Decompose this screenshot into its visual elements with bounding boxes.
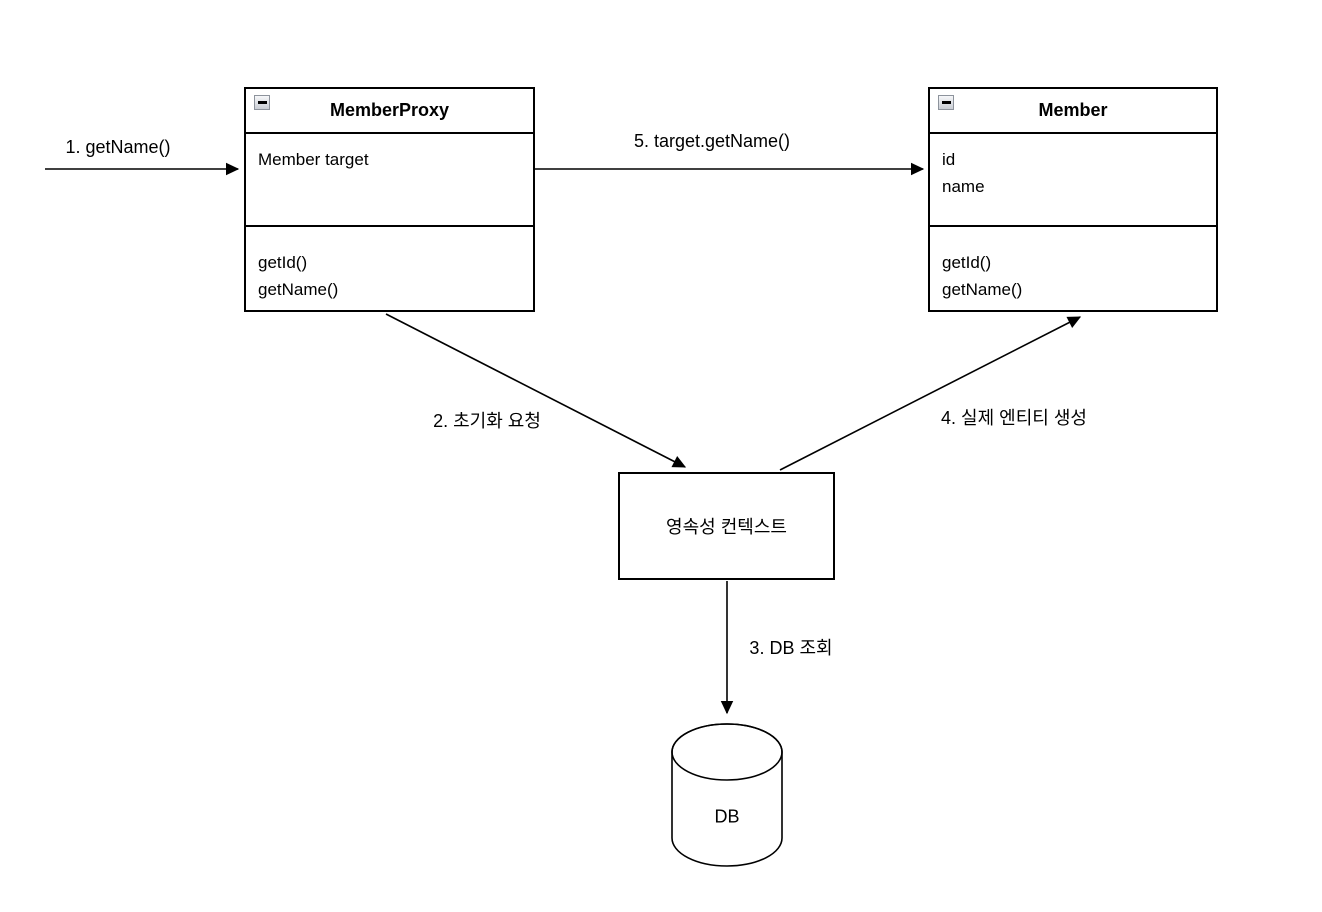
edge-step2-arrow[interactable] (385, 313, 687, 468)
edge-label-step3: 3. DB 조회 (749, 638, 833, 658)
attribute-line: Member target (258, 150, 369, 169)
method-line: getName() (942, 280, 1023, 299)
edge-label-step1: 1. getName() (65, 137, 171, 157)
attribute-line: id (942, 150, 956, 169)
edge-label-step5: 5. target.getName() (633, 131, 791, 151)
class-title: MemberProxy (329, 100, 450, 120)
memberproxy-header: MemberProxy (246, 89, 533, 134)
db-label: DB (714, 806, 740, 827)
minus-glyph (941, 101, 951, 104)
db-cylinder[interactable] (671, 723, 783, 867)
attribute-line: name (942, 177, 985, 196)
memberproxy-attributes: Member target (246, 134, 533, 227)
memberproxy-methods: getId() getName() (246, 227, 533, 303)
member-attributes: id name (930, 134, 1216, 227)
persistence-context-box[interactable]: 영속성 컨텍스트 (618, 472, 835, 580)
persistence-context-label: 영속성 컨텍스트 (666, 517, 787, 537)
class-title: Member (1038, 100, 1108, 120)
collapse-minus-icon[interactable] (938, 95, 954, 110)
member-methods: getId() getName() (930, 227, 1216, 303)
member-header: Member (930, 89, 1216, 134)
minus-glyph (257, 101, 267, 104)
class-box-memberproxy[interactable]: MemberProxy Member target getId() getNam… (244, 87, 535, 312)
collapse-minus-icon[interactable] (254, 95, 270, 110)
edge-step4-arrow[interactable] (779, 316, 1082, 471)
method-line: getName() (258, 280, 339, 299)
method-line: getId() (258, 253, 308, 272)
method-line: getId() (942, 253, 992, 272)
edge-label-step4: 4. 실제 엔티티 생성 (941, 408, 1087, 428)
edge-label-step2: 2. 초기화 요청 (433, 411, 541, 431)
class-box-member[interactable]: Member id name getId() getName() (928, 87, 1218, 312)
